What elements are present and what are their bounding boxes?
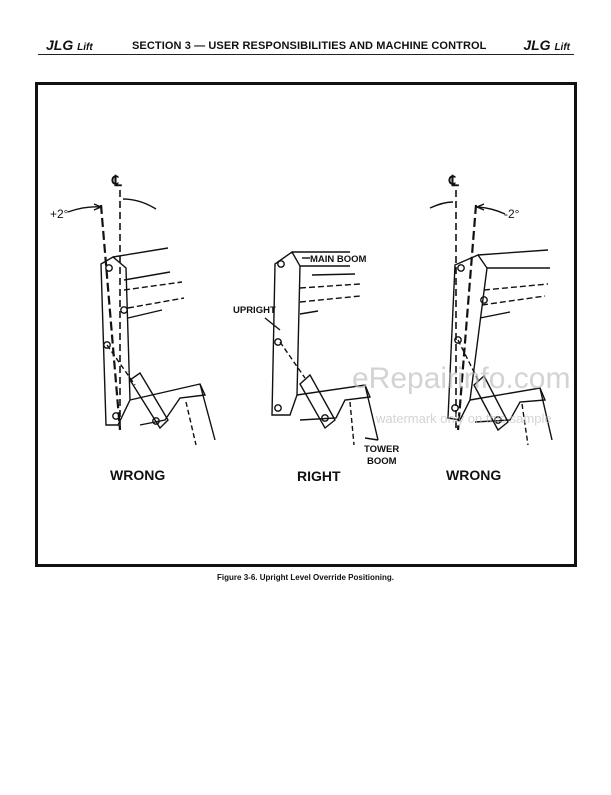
- pivot-pin: [120, 306, 128, 314]
- tower-boom: [364, 384, 379, 441]
- main-boom-label: MAIN BOOM: [310, 254, 367, 265]
- tilted-axis: [99, 204, 122, 431]
- cylinder: [129, 371, 169, 430]
- angle-arc: [477, 206, 506, 215]
- tower-boom-label: BOOM: [367, 456, 397, 467]
- main-boom: [477, 249, 549, 256]
- pivot-pin: [321, 414, 329, 422]
- main-boom: [123, 271, 171, 281]
- pivot-pin: [457, 264, 465, 272]
- pivot-pin: [105, 264, 113, 272]
- upright-body: [271, 250, 301, 416]
- boom-link: [299, 283, 361, 289]
- angle-arc: [122, 198, 157, 210]
- arrow-icon: [93, 203, 103, 211]
- tower-base: [129, 383, 207, 426]
- boom-link: [127, 309, 163, 319]
- boom-link: [311, 273, 356, 276]
- pivot-pin: [274, 338, 282, 346]
- watermark-site: eRepairinfo.com: [352, 362, 571, 395]
- tower-base: [296, 384, 372, 421]
- brand-logo-right: JLG Lift: [523, 37, 570, 53]
- tower-boom: [349, 401, 355, 446]
- pivot-pin: [274, 404, 282, 412]
- brand-name: JLG: [46, 37, 74, 53]
- tower-base: [469, 387, 547, 423]
- centerline-symbol: ℄: [448, 173, 459, 190]
- panel-label-right: RIGHT: [297, 468, 341, 484]
- panel-label-wrong: WRONG: [446, 467, 501, 483]
- angle-label: -2°: [504, 207, 520, 221]
- cylinder: [106, 344, 136, 386]
- page-header: JLG Lift SECTION 3 — USER RESPONSIBILITI…: [38, 35, 574, 55]
- figure-caption: Figure 3-6. Upright Level Override Posit…: [217, 573, 394, 582]
- pivot-pin: [494, 416, 502, 424]
- figure-frame: [35, 82, 577, 567]
- angle-label: +2°: [50, 207, 69, 221]
- upright-body: [100, 256, 131, 426]
- boom-link: [299, 295, 361, 303]
- boom-link: [127, 297, 185, 309]
- brand-name: JLG: [523, 37, 551, 53]
- tower-boom-label: TOWER: [364, 444, 399, 455]
- tower-boom: [199, 383, 216, 441]
- wrong-panel-left: [67, 190, 216, 446]
- panel-label-wrong: WRONG: [110, 467, 165, 483]
- pivot-pin: [277, 260, 285, 268]
- main-boom: [112, 247, 169, 258]
- boom-link: [123, 281, 183, 291]
- upright-label: UPRIGHT: [233, 305, 276, 316]
- pivot-pin: [451, 404, 459, 412]
- cylinder: [473, 374, 509, 432]
- arrow-icon: [475, 203, 485, 211]
- pivot-pin: [103, 341, 111, 349]
- header-divider: [38, 54, 574, 55]
- tilted-axis: [456, 204, 478, 431]
- pivot-pin: [152, 417, 160, 425]
- boom-link: [299, 310, 319, 315]
- watermark-note: watermark only on this sample: [376, 411, 552, 426]
- tower-boom: [521, 403, 529, 446]
- pivot-pin: [112, 412, 120, 420]
- pivot-pin: [480, 296, 488, 304]
- brand-suffix: Lift: [77, 42, 93, 53]
- angle-arc: [429, 201, 454, 209]
- wrong-panel-right: [429, 190, 553, 446]
- leader-line: [364, 437, 379, 441]
- tower-boom: [539, 387, 553, 441]
- cylinder: [299, 373, 336, 430]
- leader-line: [264, 317, 281, 331]
- tower-boom: [185, 401, 197, 446]
- right-panel: [264, 250, 379, 446]
- centerline-symbol: ℄: [111, 173, 122, 190]
- brand-logo-left: JLG Lift: [46, 37, 93, 53]
- boom-link: [479, 311, 511, 319]
- brand-suffix: Lift: [554, 42, 570, 53]
- section-title: SECTION 3 — USER RESPONSIBILITIES AND MA…: [132, 40, 487, 52]
- angle-arc: [67, 206, 101, 213]
- boom-link: [481, 295, 546, 306]
- cylinder: [279, 341, 306, 379]
- boom-link: [483, 283, 549, 291]
- pivot-pin: [454, 336, 462, 344]
